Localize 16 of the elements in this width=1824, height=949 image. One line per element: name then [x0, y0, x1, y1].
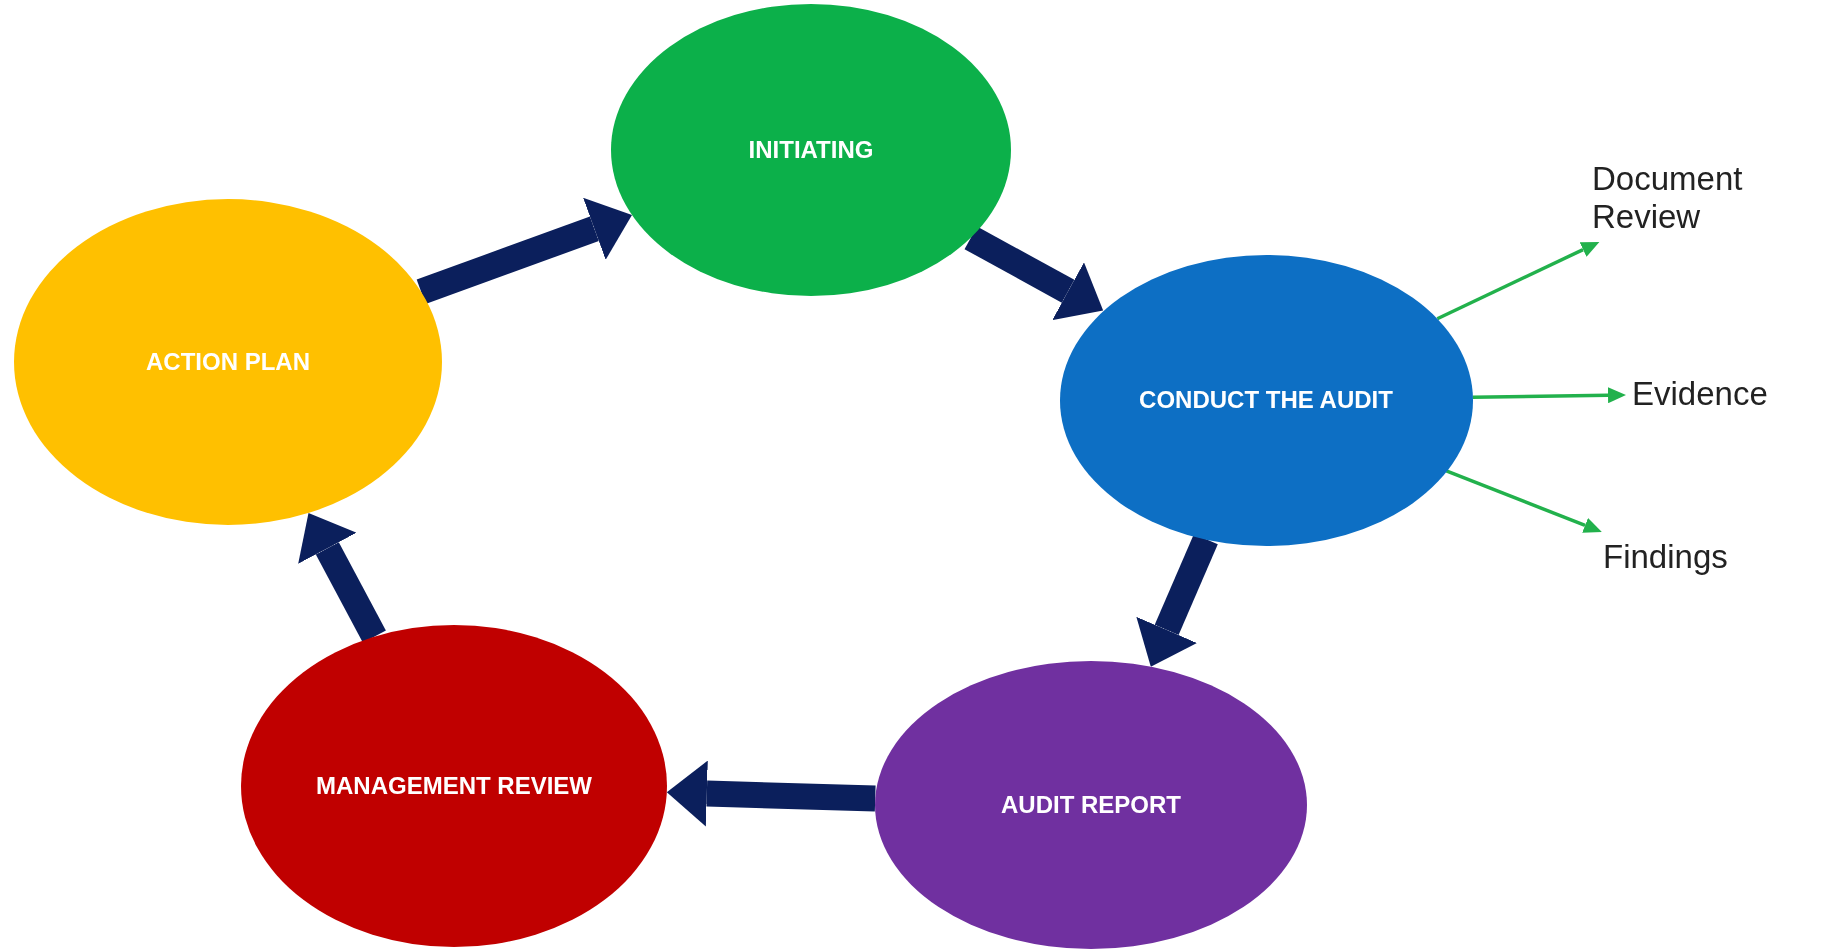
arrow: [666, 760, 876, 827]
stage-label: AUDIT REPORT: [1001, 792, 1181, 818]
stage-label: INITIATING: [748, 137, 874, 163]
branch-label: Document Review: [1592, 160, 1792, 236]
branch-label: Findings: [1603, 538, 1728, 576]
arrow: [1472, 387, 1626, 404]
arrow: [416, 197, 632, 304]
arrow: [1436, 241, 1600, 321]
stage-label: MANAGEMENT REVIEW: [316, 773, 592, 799]
arrow: [298, 513, 386, 643]
arrow: [1445, 469, 1602, 533]
stage-label: ACTION PLAN: [146, 349, 310, 375]
stage-label: CONDUCT THE AUDIT: [1139, 387, 1393, 413]
arrow: [1136, 534, 1218, 667]
branch-label: Evidence: [1632, 375, 1768, 413]
arrow: [964, 226, 1104, 321]
